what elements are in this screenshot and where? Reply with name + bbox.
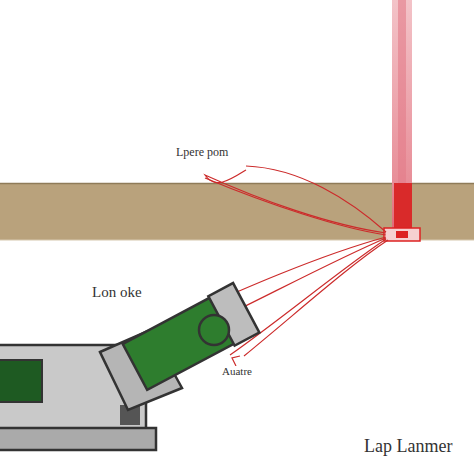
laser-target-dot bbox=[396, 231, 408, 238]
laser-target bbox=[384, 228, 420, 241]
aperture-label: Auatre bbox=[222, 366, 252, 377]
beam-label: Lpere pom bbox=[176, 146, 228, 158]
leader-lines bbox=[178, 166, 388, 366]
device-lens bbox=[199, 315, 229, 345]
watermark: Lap Lanmer bbox=[364, 437, 452, 455]
laser-device bbox=[0, 283, 259, 450]
device-label: Lon oke bbox=[92, 285, 142, 300]
device-foot bbox=[0, 428, 156, 450]
wall-band bbox=[0, 183, 474, 240]
laser-beam bbox=[392, 0, 412, 240]
device-panel bbox=[0, 360, 42, 402]
